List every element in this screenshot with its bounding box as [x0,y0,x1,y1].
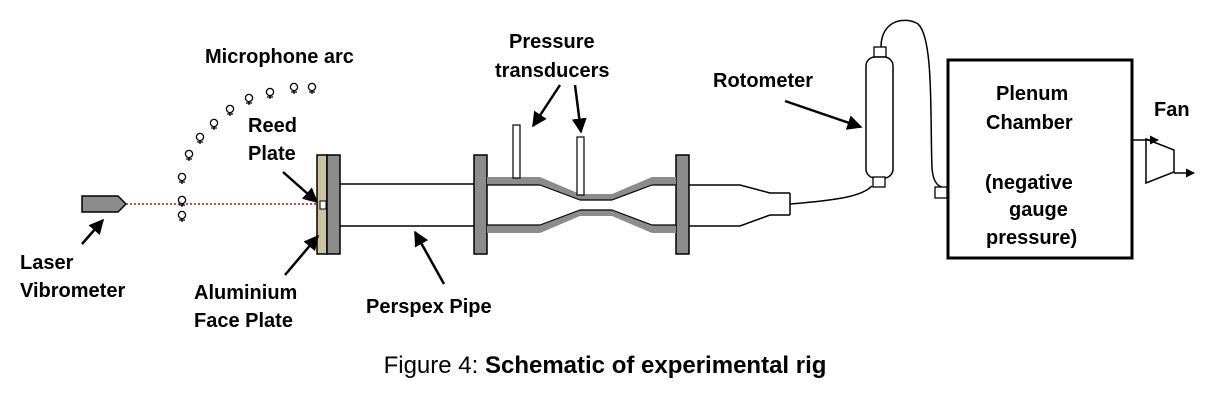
arrow-transducer-2 [571,84,587,134]
label-transducers: transducers [495,60,610,82]
label-gauge: gauge [1009,199,1068,221]
label-plenum: Plenum [996,83,1068,105]
pressure-transducer-2 [576,136,585,196]
label-face-plate: Face Plate [194,310,293,332]
label-rotometer: Rotometer [713,70,813,92]
label-chamber: Chamber [986,112,1073,134]
label-laser: Laser [20,252,74,274]
label-aluminium: Aluminium [194,282,297,304]
fan [1132,135,1195,185]
arrow-face-plate [284,234,319,276]
label-perspex-pipe: Perspex Pipe [366,296,492,318]
caption-prefix: Figure 4: [383,352,479,379]
laser-vibrometer [81,195,128,213]
label-microphone-arc: Microphone arc [205,46,354,68]
label-negative: (negative [985,172,1073,194]
plenum-chamber [946,58,1134,260]
label-fan: Fan [1154,99,1190,121]
label-plate: Plate [248,143,296,165]
rotometer [865,19,948,199]
arrow-perspex [413,230,446,285]
pressure-transducer-1 [512,124,521,179]
outlet-taper [689,184,873,227]
arrow-rotometer [784,99,863,130]
constriction-section [487,177,676,233]
arrow-reed [282,171,319,203]
arrow-laser [81,218,104,245]
flange-right [675,154,690,255]
figure-caption: Figure 4: Schematic of experimental rig [0,352,1210,380]
label-pressure-close: pressure) [986,227,1077,249]
perspex-pipe [340,183,474,227]
label-reed: Reed [248,115,297,137]
flange-left [473,154,488,255]
caption-title: Schematic of experimental rig [484,352,827,379]
label-pressure: Pressure [509,31,595,53]
label-vibrometer: Vibrometer [20,280,125,302]
arrow-transducer-1 [531,84,562,128]
reed-plate [319,200,327,210]
